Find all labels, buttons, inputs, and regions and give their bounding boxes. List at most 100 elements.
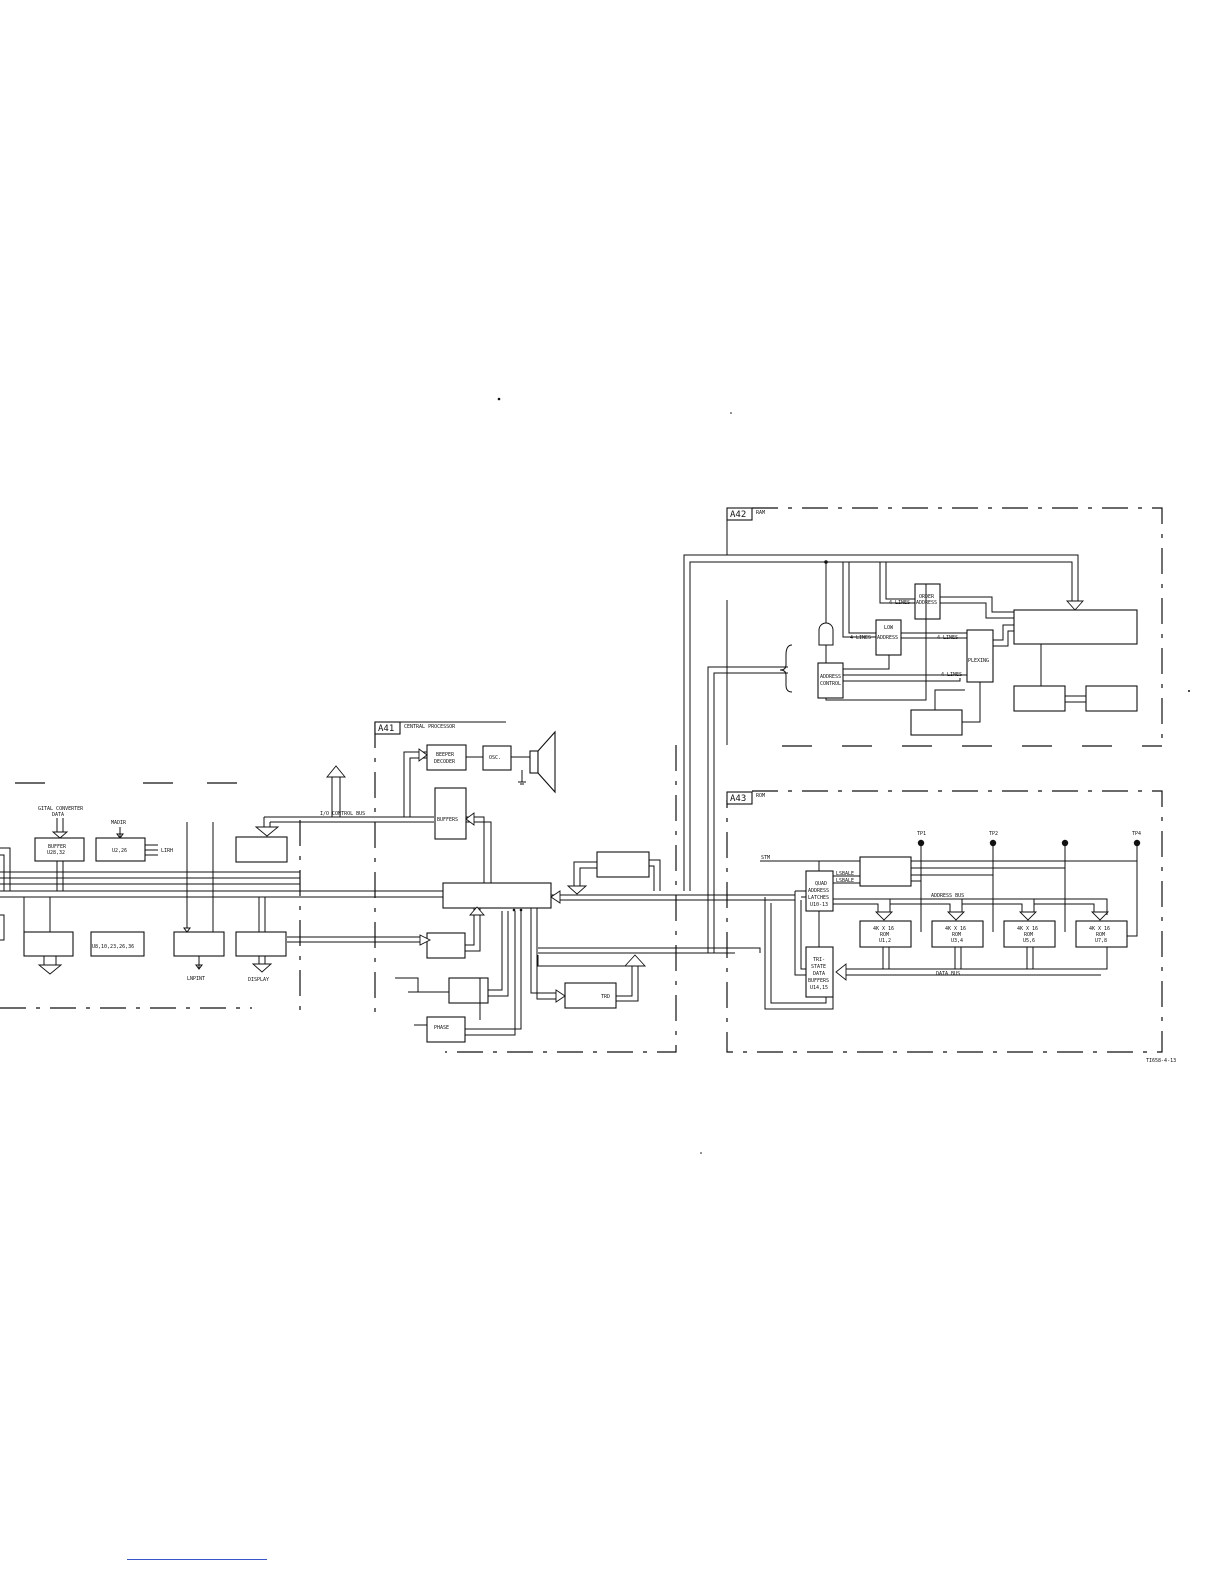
svg-text:A43: A43 [730,794,746,804]
svg-text:TP2: TP2 [989,831,998,837]
svg-text:U28,32: U28,32 [47,850,65,856]
rom-chip-u5-6: 4K X 16 ROM U5,6 [1003,920,1056,948]
svg-text:ROM: ROM [1024,932,1033,938]
svg-text:TP4: TP4 [1132,831,1141,837]
scan-marks [497,397,1190,1154]
svg-text:PHASE: PHASE [434,1025,449,1031]
phase-block: PHASE [426,1016,466,1043]
ram-block-left [1013,685,1066,712]
oscillator-block: OSC. [482,745,512,771]
speaker-icon [529,730,556,794]
svg-text:QUAD: QUAD [815,881,827,887]
svg-text:LIRH: LIRH [161,848,173,854]
beeper-decoder-block: BEEPER DECODER [426,744,467,771]
a43-tag: A43 ROM [726,791,765,805]
svg-text:OSC.: OSC. [489,755,501,761]
svg-text:U14,15: U14,15 [810,985,828,991]
quad-address-latches-block: QUAD ADDRESS LATCHES U10-13 [805,870,834,912]
rom-chip-u7-8: 4K X 16 ROM U7,8 [1075,920,1128,948]
buffer-block: BUFFER U28,32 [34,837,85,862]
and-gate-icon [818,622,834,646]
svg-text:U7,8: U7,8 [1095,938,1107,944]
svg-text:U1,2: U1,2 [879,938,891,944]
svg-text:4 LINES: 4 LINES [889,600,910,606]
svg-text:LSBALE: LSBALE [836,871,854,877]
a41-tag: A41 CENTRAL PROCESSOR [374,721,456,735]
svg-text:DISPLAY: DISPLAY [248,977,269,983]
svg-text:U8,10,23,26,36: U8,10,23,26,36 [92,944,134,950]
svg-text:ADDRESS: ADDRESS [820,674,841,680]
svg-text:STM: STM [761,855,770,861]
svg-text:BEEPER: BEEPER [436,752,455,758]
svg-text:A41: A41 [378,724,394,734]
cpu-main-block [442,882,552,909]
ram-section: ADDRESS CONTROL LOW ADDRESS ORDER ADDRES… [779,560,1138,736]
rom-section: STM TP1 TP2 TP4 QUAD ADDRES [760,831,1176,1064]
main-bus [0,554,1085,954]
svg-text:ADDRESS: ADDRESS [916,600,937,606]
test-point-tp2: TP2 [989,831,998,932]
svg-text:4K X 16: 4K X 16 [1089,926,1110,932]
svg-text:TRD: TRD [601,994,610,1000]
cpu-control-block [448,977,489,1004]
svg-text:GITAL CONVERTER: GITAL CONVERTER [38,806,84,812]
svg-text:ADDRESS: ADDRESS [808,888,829,894]
svg-text:CENTRAL PROCESSOR: CENTRAL PROCESSOR [404,724,456,730]
svg-text:ROM: ROM [756,793,765,799]
svg-text:CONTROL: CONTROL [820,681,841,687]
svg-text:4K X 16: 4K X 16 [1017,926,1038,932]
svg-text:DECODER: DECODER [434,759,456,765]
lnpint-block [173,931,225,957]
rom-decoder-block [859,856,912,887]
svg-text:STATE: STATE [811,964,826,970]
svg-text:ROM: ROM [880,932,889,938]
svg-text:ROM: ROM [952,932,961,938]
svg-text:LNPINT: LNPINT [187,976,205,982]
test-point-tp3 [1061,839,1069,932]
section-frames [0,507,1163,1053]
svg-text:BUFFERS: BUFFERS [808,978,829,984]
left-block-1 [23,931,74,957]
svg-text:LSBALE: LSBALE [836,878,854,884]
ram-block-right [1085,685,1138,712]
svg-text:U5,6: U5,6 [1023,938,1035,944]
svg-text:A42: A42 [730,510,746,520]
u2-26-block: U2,26 [95,837,146,862]
buffers-block: BUFFERS [434,787,467,840]
display-block [235,931,287,957]
svg-text:ADDRESS BUS: ADDRESS BUS [931,893,964,899]
svg-text:DATA: DATA [52,812,64,818]
svg-text:LATCHES: LATCHES [808,895,829,901]
a42-frame [752,507,1163,746]
left-section: GITAL CONVERTER DATA BUFFER U28,32 MADIR… [0,806,288,983]
a43-frame [726,790,1163,1053]
ram-memory-array-block [1013,609,1138,645]
trd-block: TRD [564,982,617,1009]
svg-text:I/O CONTROL BUS: I/O CONTROL BUS [320,811,365,817]
address-control-block: ADDRESS CONTROL [817,662,844,699]
cpu-section: I/O CONTROL BUS BEEPER DECODER OSC. [254,730,661,1043]
svg-text:4 LINES: 4 LINES [941,672,962,678]
svg-text:4K X 16: 4K X 16 [945,926,966,932]
u8-10-23-26-36-block: U8,10,23,26,36 [90,931,145,957]
svg-text:MADIR: MADIR [111,820,127,826]
svg-text:ADDRESS: ADDRESS [877,635,898,641]
rom-chip-u3-4: 4K X 16 ROM U3,4 [931,920,984,948]
svg-text:ORDER: ORDER [919,594,935,600]
svg-text:LOW: LOW [884,625,894,631]
cpu-input-block [426,932,466,959]
bottom-rule [127,1559,267,1560]
svg-text:BUFFERS: BUFFERS [437,817,458,823]
svg-text:U2,26: U2,26 [112,848,127,854]
svg-text:PLEXING: PLEXING [968,658,989,664]
svg-text:TI658-4-13: TI658-4-13 [1146,1058,1176,1064]
test-point-tp1: TP1 [917,831,926,932]
rom-chip-u1-2: 4K X 16 ROM U1,2 [859,920,912,948]
low-address-block: LOW ADDRESS [875,619,902,656]
plexing-block: PLEXING [966,629,994,683]
svg-text:4K X 16: 4K X 16 [873,926,894,932]
left-io-block [235,836,288,863]
svg-text:U3,4: U3,4 [951,938,963,944]
order-address-block: ORDER ADDRESS [914,583,941,620]
tri-state-data-buffers-block: TRI- STATE DATA BUFFERS U14,15 [805,946,834,998]
